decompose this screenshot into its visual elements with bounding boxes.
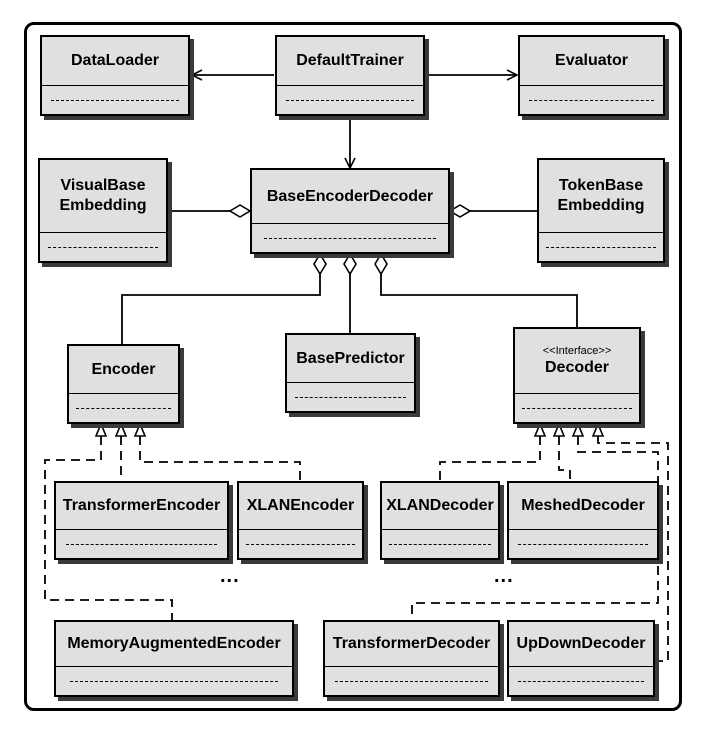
class-baseencoderdecoder: BaseEncoderDecoder xyxy=(250,168,450,254)
class-defaulttrainer: DefaultTrainer xyxy=(275,35,425,116)
stereotype-label: <<Interface>> xyxy=(542,344,612,357)
ellipsis-more-decoders: ... xyxy=(494,565,514,587)
class-name: MeshedDecoder xyxy=(521,497,645,514)
class-updowndecoder: UpDownDecoder xyxy=(507,620,655,697)
class-transformerdecoder: TransformerDecoder xyxy=(323,620,500,697)
class-mesheddecoder: MeshedDecoder xyxy=(507,481,659,560)
triangle-enc-3 xyxy=(133,421,147,437)
triangle-dec-2 xyxy=(552,421,566,437)
triangle-dec-1 xyxy=(533,421,547,437)
class-name: Decoder xyxy=(544,358,610,376)
class-xlandecoder: XLANDecoder xyxy=(380,481,500,560)
class-memoryaugmentedencoder: MemoryAugmentedEncoder xyxy=(54,620,294,697)
class-tokenbase-embedding: TokenBase Embedding xyxy=(537,158,665,263)
inherit-xlanenc xyxy=(139,436,301,481)
class-name-line1: VisualBase xyxy=(60,177,146,194)
class-visualbase-embedding: VisualBase Embedding xyxy=(38,158,168,263)
triangle-dec-4 xyxy=(591,421,605,437)
diamond-visualbase xyxy=(228,204,252,218)
class-decoder-interface: <<Interface>> Decoder xyxy=(513,327,641,424)
agg-decoder-line xyxy=(380,274,578,327)
class-name-line2: Embedding xyxy=(557,197,645,214)
ellipsis-more-encoders: ... xyxy=(220,565,240,587)
class-xlanencoder: XLANEncoder xyxy=(237,481,364,560)
inherit-memaug xyxy=(44,436,173,620)
inherit-xlandec xyxy=(439,436,541,481)
class-name: TransformerDecoder xyxy=(332,635,491,652)
diamond-decoder xyxy=(374,252,388,276)
diamond-predictor xyxy=(343,252,357,276)
class-evaluator: Evaluator xyxy=(518,35,665,116)
diamond-tokenbase xyxy=(448,204,472,218)
triangle-enc-1 xyxy=(94,421,108,437)
class-name: MemoryAugmentedEncoder xyxy=(67,635,281,652)
class-name: Encoder xyxy=(91,360,156,378)
class-name: XLANDecoder xyxy=(386,497,494,514)
class-name: UpDownDecoder xyxy=(516,635,646,652)
class-basepredictor: BasePredictor xyxy=(285,333,416,413)
triangle-dec-3 xyxy=(571,421,585,437)
class-name: DataLoader xyxy=(70,52,160,69)
class-name: BasePredictor xyxy=(296,349,405,367)
class-name: BaseEncoderDecoder xyxy=(266,187,434,205)
diamond-encoder xyxy=(313,252,327,276)
class-encoder: Encoder xyxy=(67,344,180,424)
class-name: DefaultTrainer xyxy=(296,52,404,69)
class-name: XLANEncoder xyxy=(246,497,355,514)
class-dataloader: DataLoader xyxy=(40,35,190,116)
inherit-mesheddec xyxy=(558,436,571,481)
triangle-enc-2 xyxy=(114,421,128,437)
class-name: TransformerEncoder xyxy=(62,497,221,514)
agg-encoder-line xyxy=(121,274,321,344)
class-transformerencoder: TransformerEncoder xyxy=(54,481,229,560)
class-name-line1: TokenBase xyxy=(558,177,644,194)
class-name-line2: Embedding xyxy=(59,197,147,214)
class-name: Evaluator xyxy=(555,52,628,69)
inherit-updown xyxy=(597,436,669,662)
